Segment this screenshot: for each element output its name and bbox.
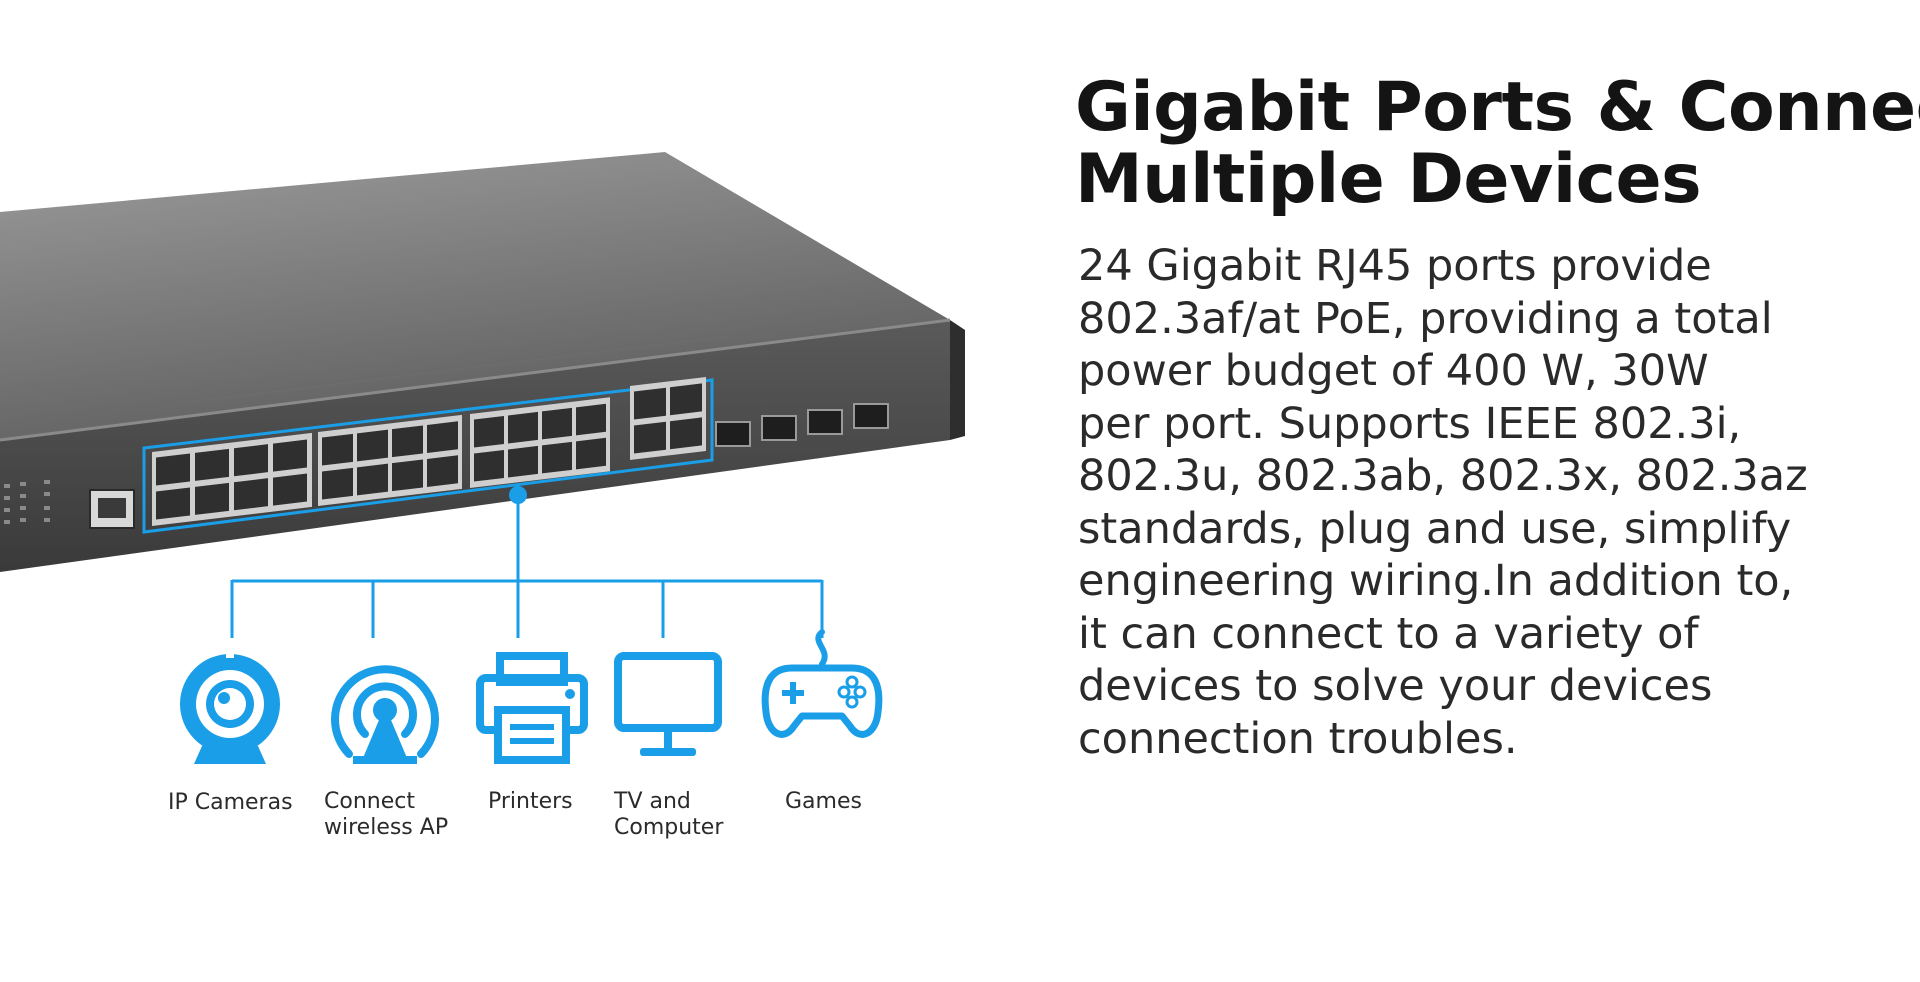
device-label-line: TV and (614, 789, 691, 814)
description-line: 802.3u, 802.3ab, 802.3x, 802.3az (1078, 451, 1808, 501)
connection-diagram (180, 486, 883, 764)
page-title: Gigabit Ports & Connect Multiple Devices (1075, 68, 1920, 219)
wireless-ap-icon (331, 665, 439, 764)
device-label-tv-computer: TV and Computer (614, 789, 723, 841)
description-line: standards, plug and use, simplify (1078, 503, 1792, 554)
tv-computer-icon (614, 652, 722, 756)
description-line: power budget of 400 W, 30W (1078, 346, 1709, 396)
network-switch-illustration (0, 152, 965, 572)
description-line: engineering wiring.In addition to, (1078, 556, 1794, 606)
switch-groove-line (189, 335, 731, 403)
rj45-port-array (152, 376, 706, 526)
gamepad-icon (761, 629, 883, 738)
printer-icon (476, 652, 588, 764)
device-label-line: wireless AP (324, 815, 449, 840)
description-line: devices to solve your devices (1078, 661, 1713, 711)
device-label-printers: Printers (488, 789, 573, 815)
status-leds (4, 480, 50, 524)
sfp-port-array (715, 403, 889, 447)
device-label-line: Printers (488, 789, 573, 814)
switch-edge-line (0, 318, 951, 442)
device-label-wireless-ap: Connect wireless AP (324, 789, 448, 841)
title-line: Multiple Devices (1075, 140, 1702, 219)
device-label-games: Games (785, 789, 862, 815)
device-label-ip-cameras: IP Cameras (168, 790, 293, 816)
ip-camera-icon (180, 650, 280, 764)
device-label-line: Computer (614, 815, 724, 840)
switch-side-panel (950, 320, 965, 440)
device-label-line: Connect (324, 789, 415, 814)
description-line: 24 Gigabit RJ45 ports provide (1078, 241, 1712, 291)
switch-top-panel (0, 152, 950, 440)
description-paragraph: 24 Gigabit RJ45 ports provide 802.3af/at… (1078, 240, 1908, 765)
description-line: it can connect to a variety of (1078, 608, 1699, 659)
device-label-line: Games (785, 789, 862, 814)
title-line: Gigabit Ports & Connect (1075, 68, 1920, 147)
description-line: 802.3af/at PoE, providing a total (1078, 293, 1773, 344)
description-line: connection troubles. (1078, 713, 1518, 764)
device-label-line: IP Cameras (168, 790, 293, 815)
description-line: per port. Supports IEEE 802.3i, (1078, 398, 1742, 449)
ports-highlight-frame (142, 378, 714, 534)
